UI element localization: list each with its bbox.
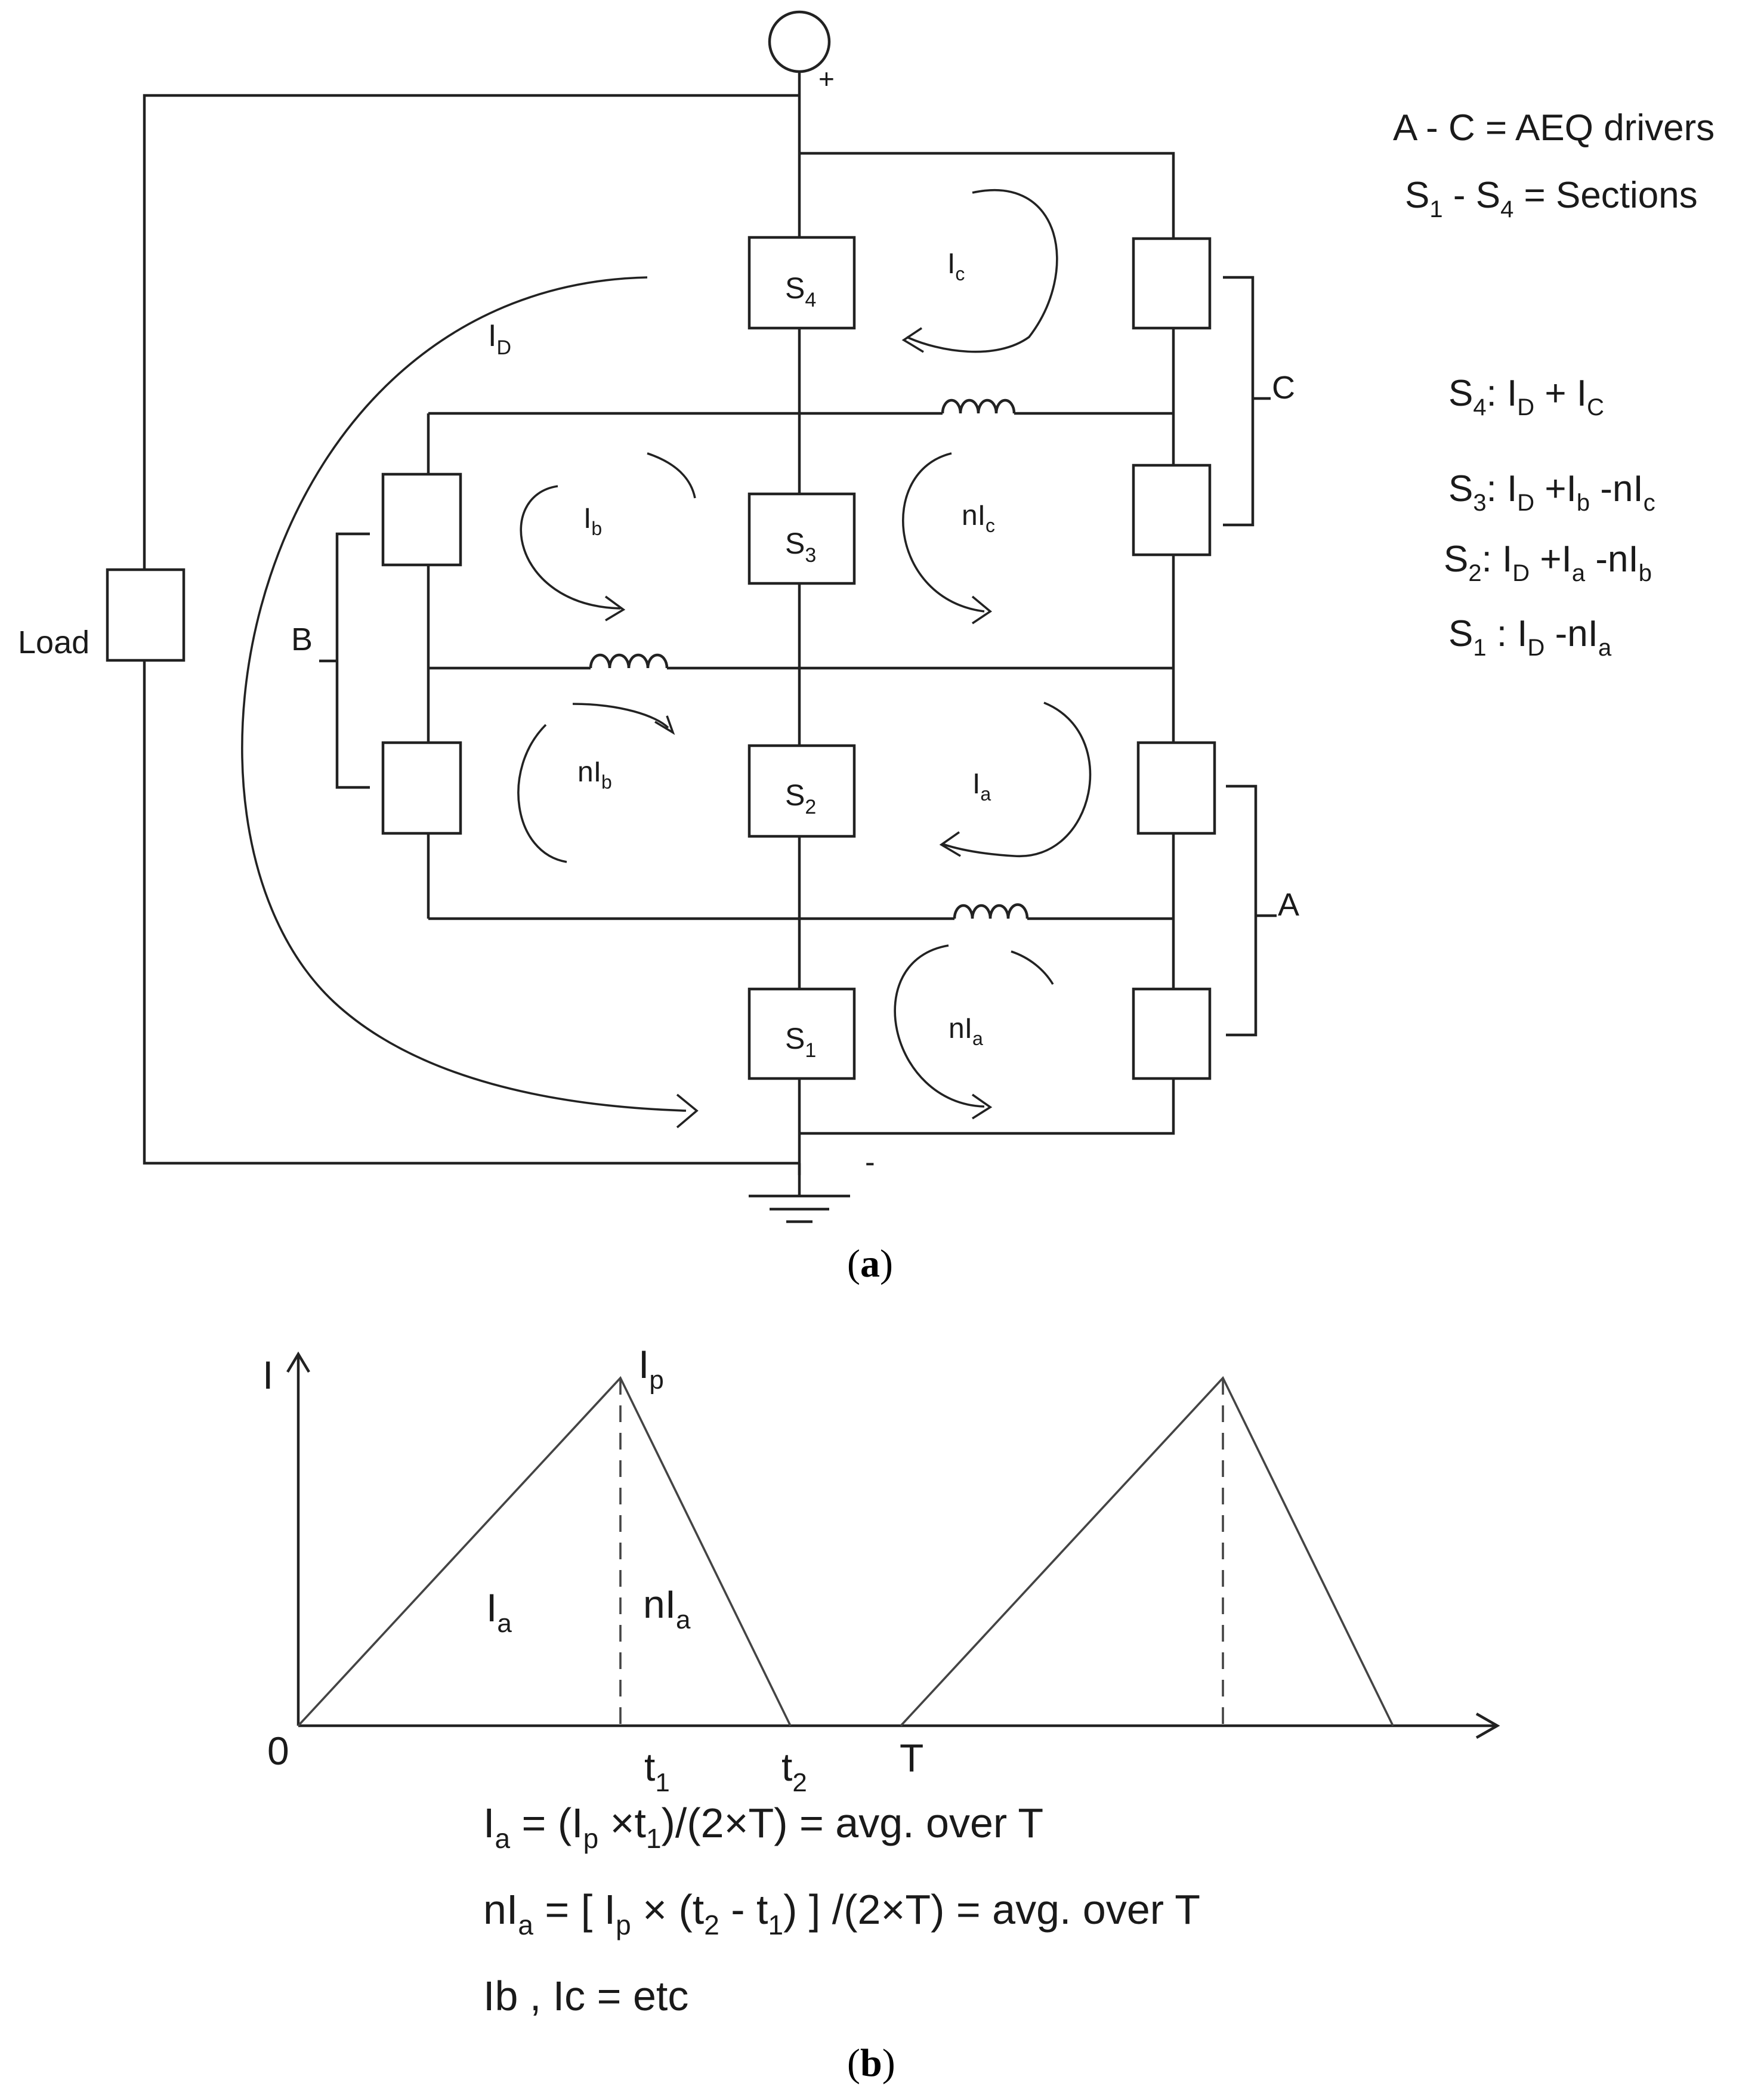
caption-a: (a) — [847, 1242, 893, 1285]
section-label-s1: S1 — [785, 1022, 816, 1062]
equation-ib-ic: Ib , Ic = etc — [483, 1973, 688, 2019]
waveform-pulse-2 — [900, 1376, 1394, 1727]
section-box-s4 — [747, 236, 856, 330]
loop-label-nic: nIc — [962, 500, 995, 536]
right-rail-wire — [799, 152, 1175, 1135]
circuit-diagram: + Load - — [18, 10, 1299, 1223]
origin-label: 0 — [267, 1729, 289, 1773]
section-box-s2 — [747, 744, 856, 838]
loop-arrow-id-icon — [241, 276, 687, 1112]
y-axis-arrow-icon — [286, 1351, 310, 1373]
bracket-c — [1223, 276, 1255, 527]
area-label-ia: Ia — [486, 1586, 512, 1638]
loop-arrow-ib-icon — [520, 485, 621, 610]
tick-label-T: T — [900, 1736, 923, 1780]
loop-label-ic: Ic — [947, 248, 965, 285]
driver-c-lower-box — [1132, 463, 1212, 557]
driver-label-a: A — [1278, 887, 1299, 923]
driver-label-c: C — [1272, 370, 1295, 406]
section-current-s4: S4: ID + IC — [1448, 373, 1604, 421]
section-box-s1 — [747, 987, 856, 1080]
legend-drivers: A - C = AEQ drivers — [1393, 107, 1714, 149]
loop-label-nia: nIa — [949, 1013, 983, 1049]
supply-terminal-icon — [768, 10, 831, 73]
peak-label: Ip — [638, 1342, 664, 1395]
legend-sections: S1 - S4 = Sections — [1405, 175, 1698, 223]
loop-label-nib: nIb — [577, 756, 612, 793]
driver-a-upper-box — [1136, 741, 1216, 835]
driver-a-lower-box — [1132, 987, 1212, 1080]
driver-b-upper-box — [381, 472, 462, 567]
inductor-b-icon — [589, 653, 669, 669]
loop-arrow-nia-icon — [894, 944, 985, 1108]
driver-b-lower-box — [381, 741, 462, 835]
load-loop-wire — [143, 94, 799, 1165]
section-current-s1: S1 : ID -nIa — [1448, 613, 1612, 661]
plus-terminal-label: + — [818, 63, 835, 94]
section-current-s3: S3: ID +Ib -nIc — [1448, 468, 1655, 516]
section-label-s4: S4 — [785, 271, 816, 311]
loop-arrow-ia-icon — [942, 702, 1092, 857]
loop-label-ib: Ib — [583, 503, 602, 539]
inductor-c-icon — [941, 398, 1016, 414]
waveform-pulse-1 — [297, 1376, 792, 1727]
bracket-a — [1226, 784, 1258, 1037]
section-currents-list: S4: ID + IC S3: ID +Ib -nIc S2: ID +Ia -… — [1444, 373, 1655, 661]
equation-nia: nIa = [ Ip × (t2 - t1) ] /(2×T) = avg. o… — [483, 1886, 1200, 1940]
tick-label-t1: t1 — [644, 1745, 670, 1797]
waveform-plot: I 0 Ip t1 t2 T Ia nIa — [262, 1342, 1500, 1797]
driver-label-b: B — [291, 622, 313, 657]
load-label: Load — [18, 625, 89, 660]
section-label-s2: S2 — [785, 778, 816, 818]
minus-terminal-label: - — [865, 1145, 875, 1179]
x-axis-arrow-icon — [1475, 1713, 1500, 1739]
area-label-nia: nIa — [643, 1582, 691, 1634]
driver-c-upper-box — [1132, 237, 1212, 330]
equations: Ia = (Ip ×t1)/(2×T) = avg. over T nIa = … — [483, 1800, 1200, 2019]
load-box — [106, 568, 186, 662]
ground-icon — [749, 1163, 850, 1223]
y-axis-label: I — [262, 1353, 273, 1397]
loop-label-ia: Ia — [972, 768, 991, 805]
loop-arrow-nib-icon — [572, 703, 669, 729]
loop-label-id: ID — [488, 319, 511, 359]
loop-arrow-ic-icon — [906, 188, 1058, 353]
section-box-s3 — [747, 492, 856, 585]
caption-b: (b) — [847, 2041, 895, 2085]
tick-label-t2: t2 — [781, 1745, 807, 1797]
bracket-b — [335, 532, 370, 789]
equation-ia: Ia = (Ip ×t1)/(2×T) = avg. over T — [483, 1800, 1043, 1854]
loop-arrow-nic-icon — [901, 452, 985, 613]
section-label-s3: S3 — [785, 527, 816, 567]
inductor-a-icon — [953, 903, 1029, 919]
section-current-s2: S2: ID +Ia -nIb — [1444, 539, 1652, 586]
